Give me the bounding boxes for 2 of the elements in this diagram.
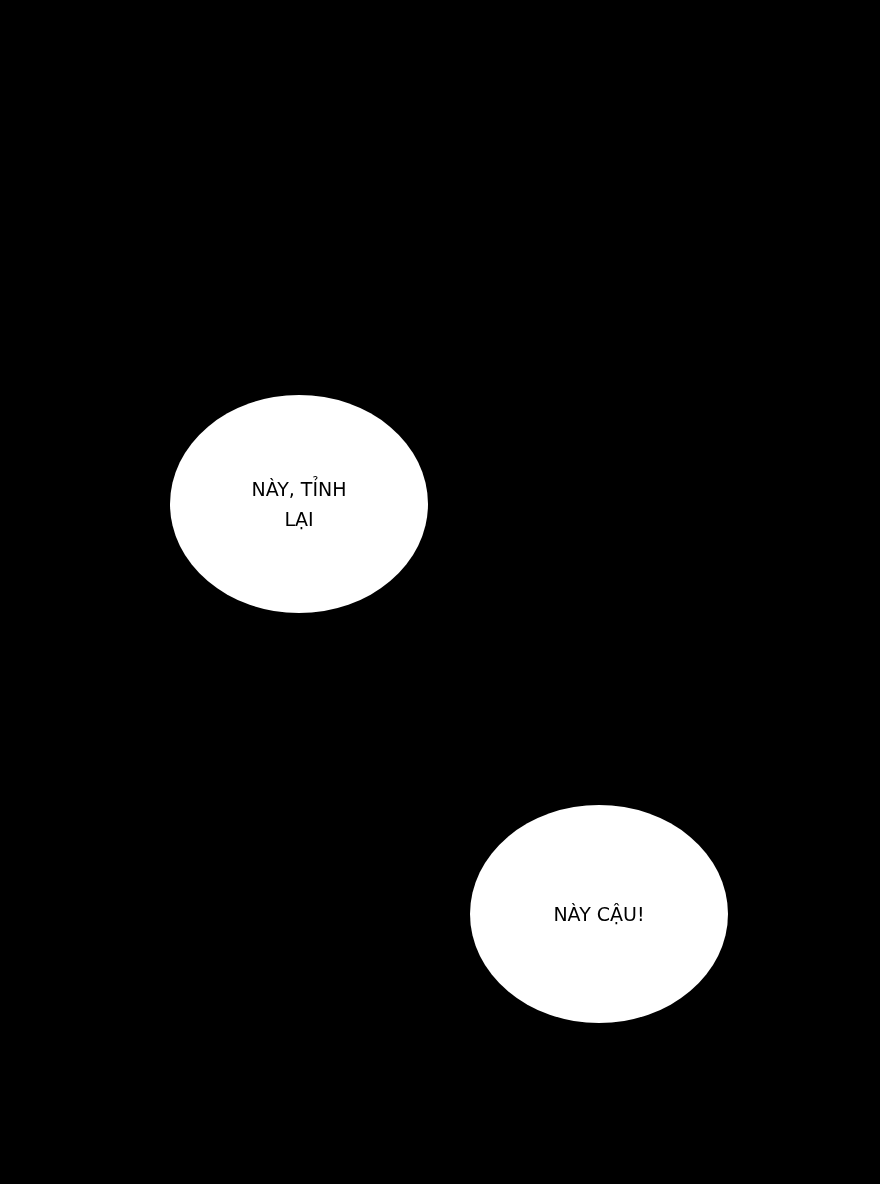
dialogue-text: NÀY, TỈNH LẠI [250,475,348,532]
dialogue-text: NÀY CẬU! [553,902,645,927]
